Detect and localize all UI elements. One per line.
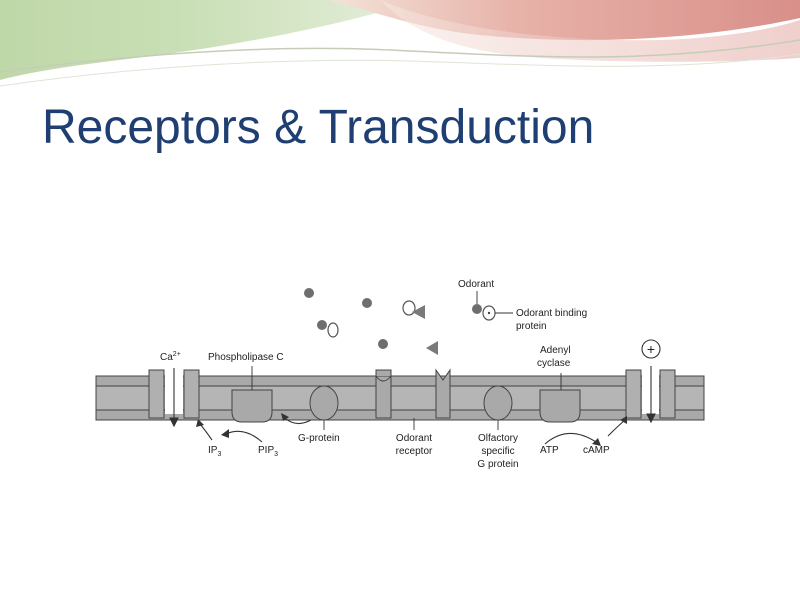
odorant-label: Odorant [458,279,494,290]
banner-swoosh-line [0,39,800,73]
plus-circle-icon [641,339,661,359]
odorant-receptor-label-1: Odorant [396,433,432,444]
g-protein-label: G-protein [298,433,340,444]
pip3-to-ip3-arrow [225,430,263,443]
odorant-dot [304,288,314,298]
odorant-dot [317,320,327,330]
odorant-dot [378,339,388,349]
transduction-diagram: + Odorant Odorant binding protein Ca2+ P… [95,279,705,470]
reaction-arrowheads [196,413,627,446]
ip3-sub: 3 [217,451,221,458]
calcium-charge: 2+ [173,351,181,358]
odorant-dot [472,304,482,314]
adenyl-cyclase [539,389,581,423]
arrowhead [221,429,229,438]
arrowhead [592,438,601,446]
leader-lines [251,291,562,430]
arrowhead [196,419,204,427]
olfactory-g-label-1: Olfactory [478,433,518,444]
calcium-label: Ca2+ [160,351,181,363]
binding-protein-center [487,311,491,315]
odorant-dot [362,298,372,308]
banner-swoosh-line-2 [0,53,800,87]
odorant-molecules [304,288,496,355]
arrowhead [620,416,627,424]
binding-protein-ring [327,322,339,338]
reaction-arrows [199,417,626,445]
g-protein [309,385,339,421]
decorative-banner [0,0,800,87]
ion-flow-arrows [169,366,656,428]
slide-title: Receptors & Transduction [42,101,595,154]
pip3-base: PIP [258,445,274,456]
ip3-to-calcium-arrow [199,423,213,441]
transduction-figure: + Odorant Odorant binding protein Ca2+ P… [0,262,800,494]
olfactory-g-label-3: G protein [477,459,518,470]
banner-pink-wave [380,0,800,62]
camp-label: cAMP [583,445,610,456]
odorant-triangle [426,341,438,355]
phospholipase-c-label: Phospholipase C [208,352,284,363]
pip3-label: PIP3 [258,445,278,458]
calcium-arrowhead [169,417,179,428]
adenyl-cyclase-label-1: Adenyl [540,345,571,356]
odorant-binding-protein-label-2: protein [516,321,547,332]
odorant-receptor-2 [435,368,451,419]
odorant-triangle [412,305,425,319]
olfactory-g-protein [483,385,513,421]
ip3-label: IP3 [208,445,221,458]
camp-to-channel-arrow [607,419,626,437]
banner-red-wave [330,0,800,41]
olfactory-g-label-2: specific [481,446,514,457]
adenyl-cyclase-label-2: cyclase [537,358,571,369]
cation-arrowhead [646,413,656,424]
calcium-base: Ca [160,352,173,363]
odorant-binding-protein-label-1: Odorant binding [516,308,587,319]
g-protein-to-plc-arrow [284,417,312,425]
odorant-receptor-label-2: receptor [396,446,433,457]
odorant-receptor-1 [375,369,392,419]
atp-to-camp-arrow [544,432,597,445]
arrowhead [281,413,289,421]
phospholipase-c [231,389,273,423]
pip3-sub: 3 [274,451,278,458]
banner-green-wave [0,0,420,80]
ip3-base: IP [208,445,218,456]
binding-protein-ring [402,300,416,316]
plus-sign: + [647,341,655,357]
atp-label: ATP [540,445,559,456]
